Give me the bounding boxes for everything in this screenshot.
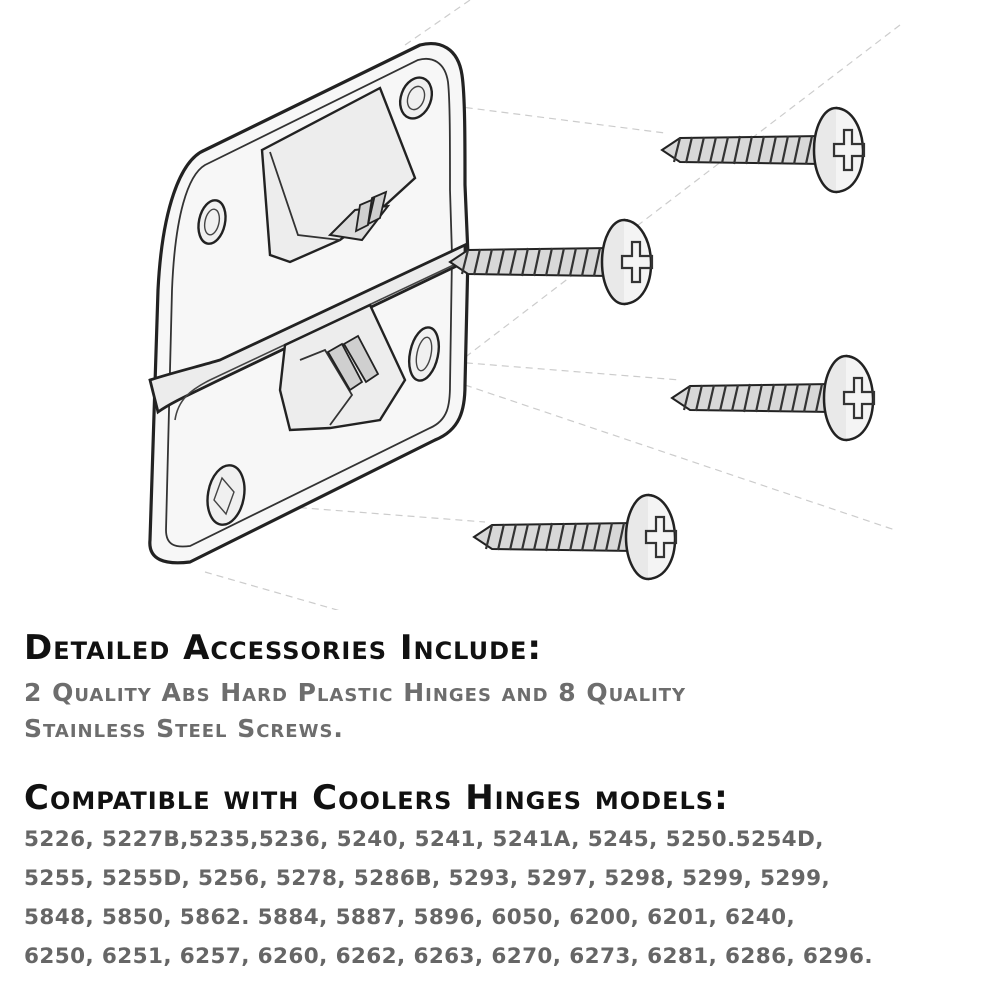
accessories-line-1: 2 Quality Abs Hard Plastic Hinges and 8 … [24, 678, 687, 707]
accessories-line-2: Stainless Steel Screws. [24, 714, 344, 743]
models-line-1: 5226, 5227B,5235,5236, 5240, 5241, 5241A… [24, 827, 824, 852]
models-line-3: 5848, 5850, 5862. 5884, 5887, 5896, 6050… [24, 905, 796, 930]
models-line-4: 6250, 6251, 6257, 6260, 6262, 6263, 6270… [24, 944, 873, 969]
screw-3 [670, 354, 876, 442]
hinge-plate [148, 42, 470, 565]
hinge-and-screws-illustration [148, 0, 901, 610]
accessories-heading: Detailed Accessories Include: [24, 628, 543, 668]
models-line-2: 5255, 5255D, 5256, 5278, 5286B, 5293, 52… [24, 866, 831, 891]
screw-2 [448, 218, 654, 306]
screw-4 [472, 493, 678, 581]
screw-1 [660, 106, 866, 194]
models-heading: Compatible with Coolers Hinges models: [24, 778, 729, 818]
